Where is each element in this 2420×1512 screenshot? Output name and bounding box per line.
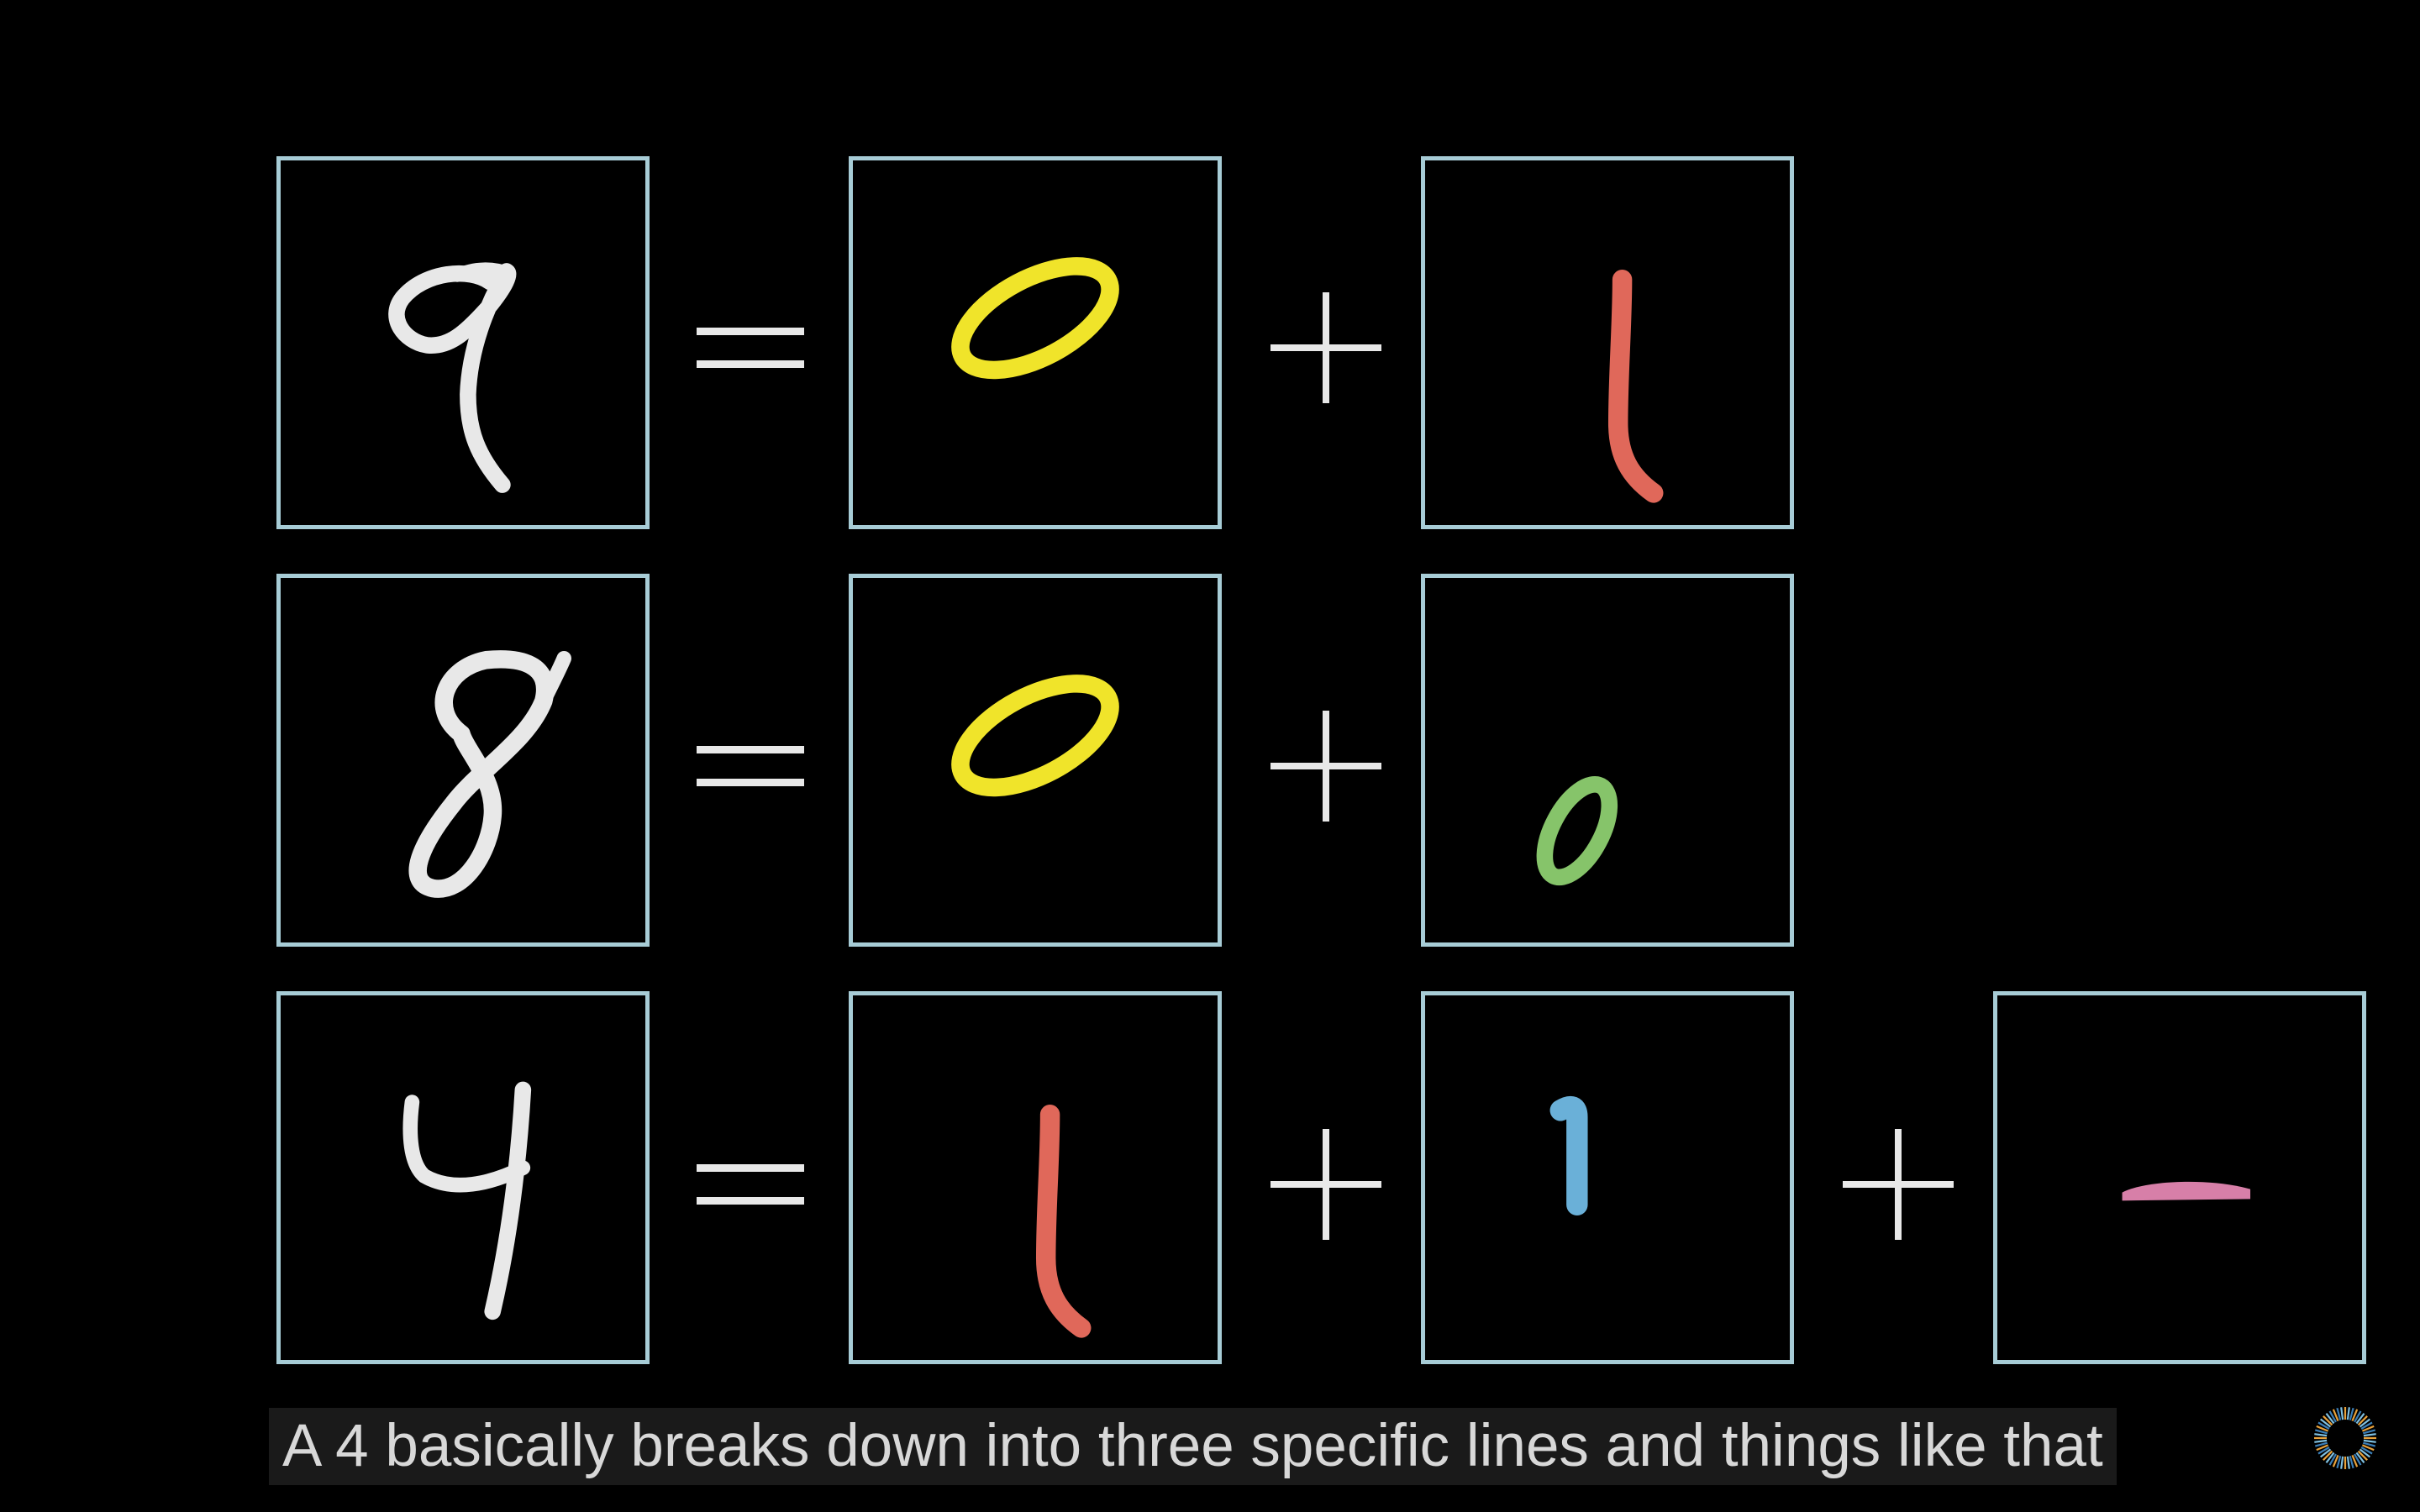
red-vertical-stroke: [1035, 1105, 1092, 1338]
yellow-loop-stroke: [951, 257, 1119, 380]
red-line-box-row1: [1421, 156, 1794, 529]
equals-sign: [692, 289, 809, 407]
blue-short-stroke: [1549, 1095, 1588, 1215]
yellow-loop-box-row1: [849, 156, 1222, 529]
equals-sign: [692, 707, 809, 825]
pink-horizontal-stroke: [2122, 1181, 2251, 1201]
red-vertical-stroke: [1607, 270, 1664, 503]
blue-stroke-box: [1421, 991, 1794, 1364]
plus-sign: [1839, 1126, 1957, 1243]
equals-sign: [692, 1126, 809, 1243]
pink-stroke-box: [1993, 991, 2366, 1364]
green-small-loop-stroke: [1536, 776, 1618, 886]
loading-spinner-icon: [2312, 1405, 2378, 1471]
plus-sign: [1267, 289, 1385, 407]
digit-4-box: [276, 991, 650, 1364]
subtitle-caption: A 4 basically breaks down into three spe…: [269, 1408, 2117, 1485]
yellow-loop-stroke: [951, 675, 1119, 797]
green-loop-box: [1421, 574, 1794, 947]
handwritten-nine-glyph: [388, 262, 517, 493]
plus-sign: [1267, 1126, 1385, 1243]
red-line-box-row3: [849, 991, 1222, 1364]
digit-8-box: [276, 574, 650, 947]
yellow-loop-box-row2: [849, 574, 1222, 947]
handwritten-four-glyph: [402, 1081, 532, 1320]
plus-sign: [1267, 707, 1385, 825]
handwritten-eight-glyph: [408, 650, 572, 898]
digit-9-box: [276, 156, 650, 529]
